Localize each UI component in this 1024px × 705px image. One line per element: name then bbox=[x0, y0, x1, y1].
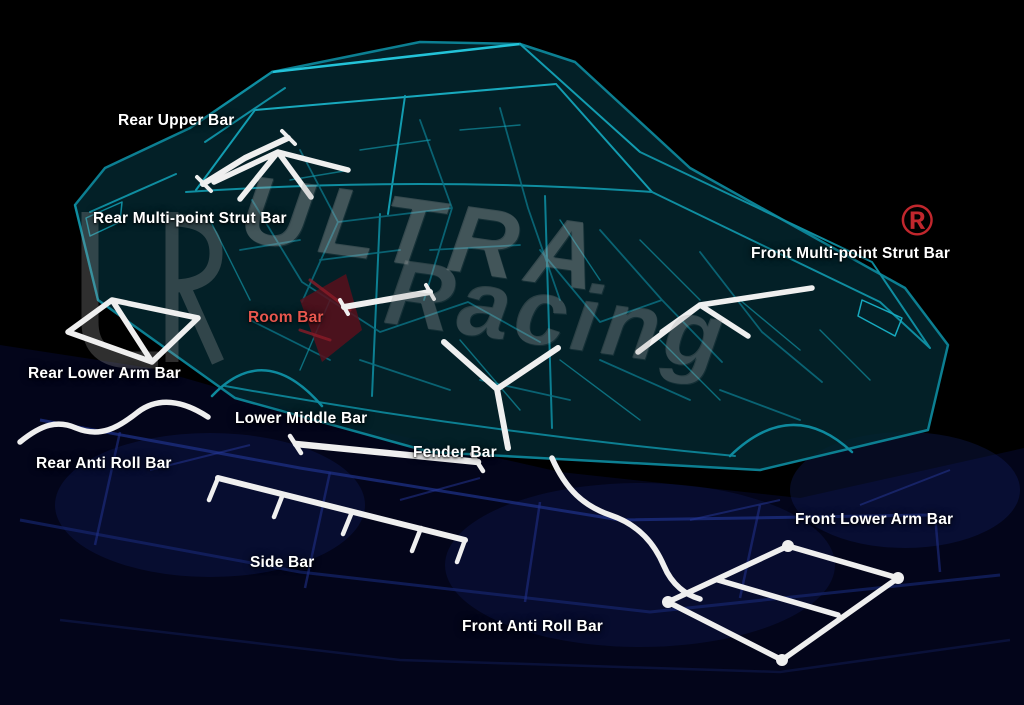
car-body-wireframe bbox=[73, 40, 950, 472]
underbody-frame bbox=[0, 345, 1024, 705]
front-multi-point-strut-bar-part bbox=[635, 285, 815, 355]
rear-multi-point-strut-bar-part bbox=[211, 149, 351, 202]
label-rear-upper-bar: Rear Upper Bar bbox=[118, 112, 235, 129]
lower-middle-bar-part bbox=[287, 433, 486, 474]
rear-anti-roll-bar-part bbox=[17, 399, 211, 445]
label-rear-lower-arm-bar: Rear Lower Arm Bar bbox=[28, 365, 181, 382]
strut-bars bbox=[17, 129, 904, 666]
rear-lower-arm-bar-part bbox=[65, 297, 201, 365]
front-anti-roll-bar-part bbox=[549, 455, 703, 602]
label-front-anti-roll-bar: Front Anti Roll Bar bbox=[462, 618, 603, 635]
label-rear-multi-point-strut-bar: Rear Multi-point Strut Bar bbox=[93, 210, 287, 227]
fender-bar-part bbox=[441, 339, 561, 451]
label-front-multi-point-strut-bar: Front Multi-point Strut Bar bbox=[751, 245, 951, 262]
label-room-bar: Room Bar bbox=[248, 309, 324, 326]
label-lower-middle-bar: Lower Middle Bar bbox=[235, 410, 368, 427]
rear-upper-bar-part bbox=[195, 129, 297, 193]
room-bar-part bbox=[338, 283, 436, 316]
watermark-logo bbox=[81, 212, 224, 369]
registered-trademark: ® bbox=[901, 196, 934, 245]
label-front-lower-arm-bar: Front Lower Arm Bar bbox=[795, 511, 954, 528]
label-fender-bar: Fender Bar bbox=[413, 444, 497, 461]
label-side-bar: Side Bar bbox=[250, 554, 315, 571]
side-bar-part bbox=[206, 475, 468, 565]
label-rear-anti-roll-bar: Rear Anti Roll Bar bbox=[36, 455, 172, 472]
front-lower-arm-bar-part bbox=[662, 540, 904, 666]
